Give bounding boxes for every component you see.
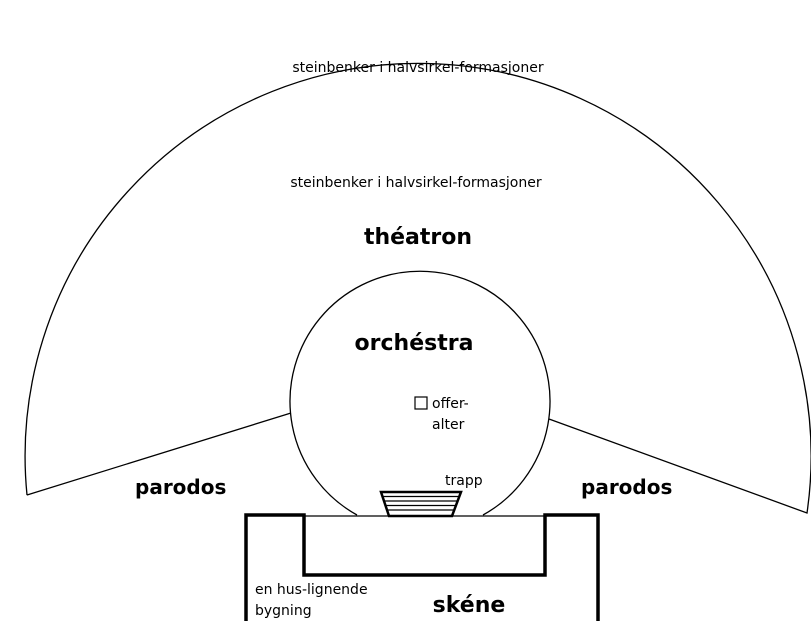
altar-label-line1: offer-	[432, 396, 469, 412]
parodos-left-label: parodos	[135, 475, 226, 499]
theatron-outline	[24, 62, 811, 514]
inner-rows-label: steinbenker i halvsirkel-formasjoner	[290, 175, 541, 191]
altar-label-line2: alter	[432, 417, 465, 433]
parodos-right-label: parodos	[581, 475, 672, 499]
orchestra-label: orchéstra	[355, 331, 474, 356]
outer-rows-label: steinbenker i halvsirkel-formasjoner	[292, 60, 543, 76]
skene-building	[244, 513, 600, 621]
altar-icon	[414, 396, 428, 410]
building-label-line2: bygning	[255, 603, 312, 619]
theatron-label: théatron	[364, 225, 472, 250]
stairs-icon	[379, 490, 463, 518]
orchestra-circle	[289, 270, 551, 516]
stairs-label: trapp	[445, 473, 483, 489]
skene-label: skéne	[433, 593, 506, 618]
building-label-line1: en hus-lignende	[255, 582, 368, 598]
